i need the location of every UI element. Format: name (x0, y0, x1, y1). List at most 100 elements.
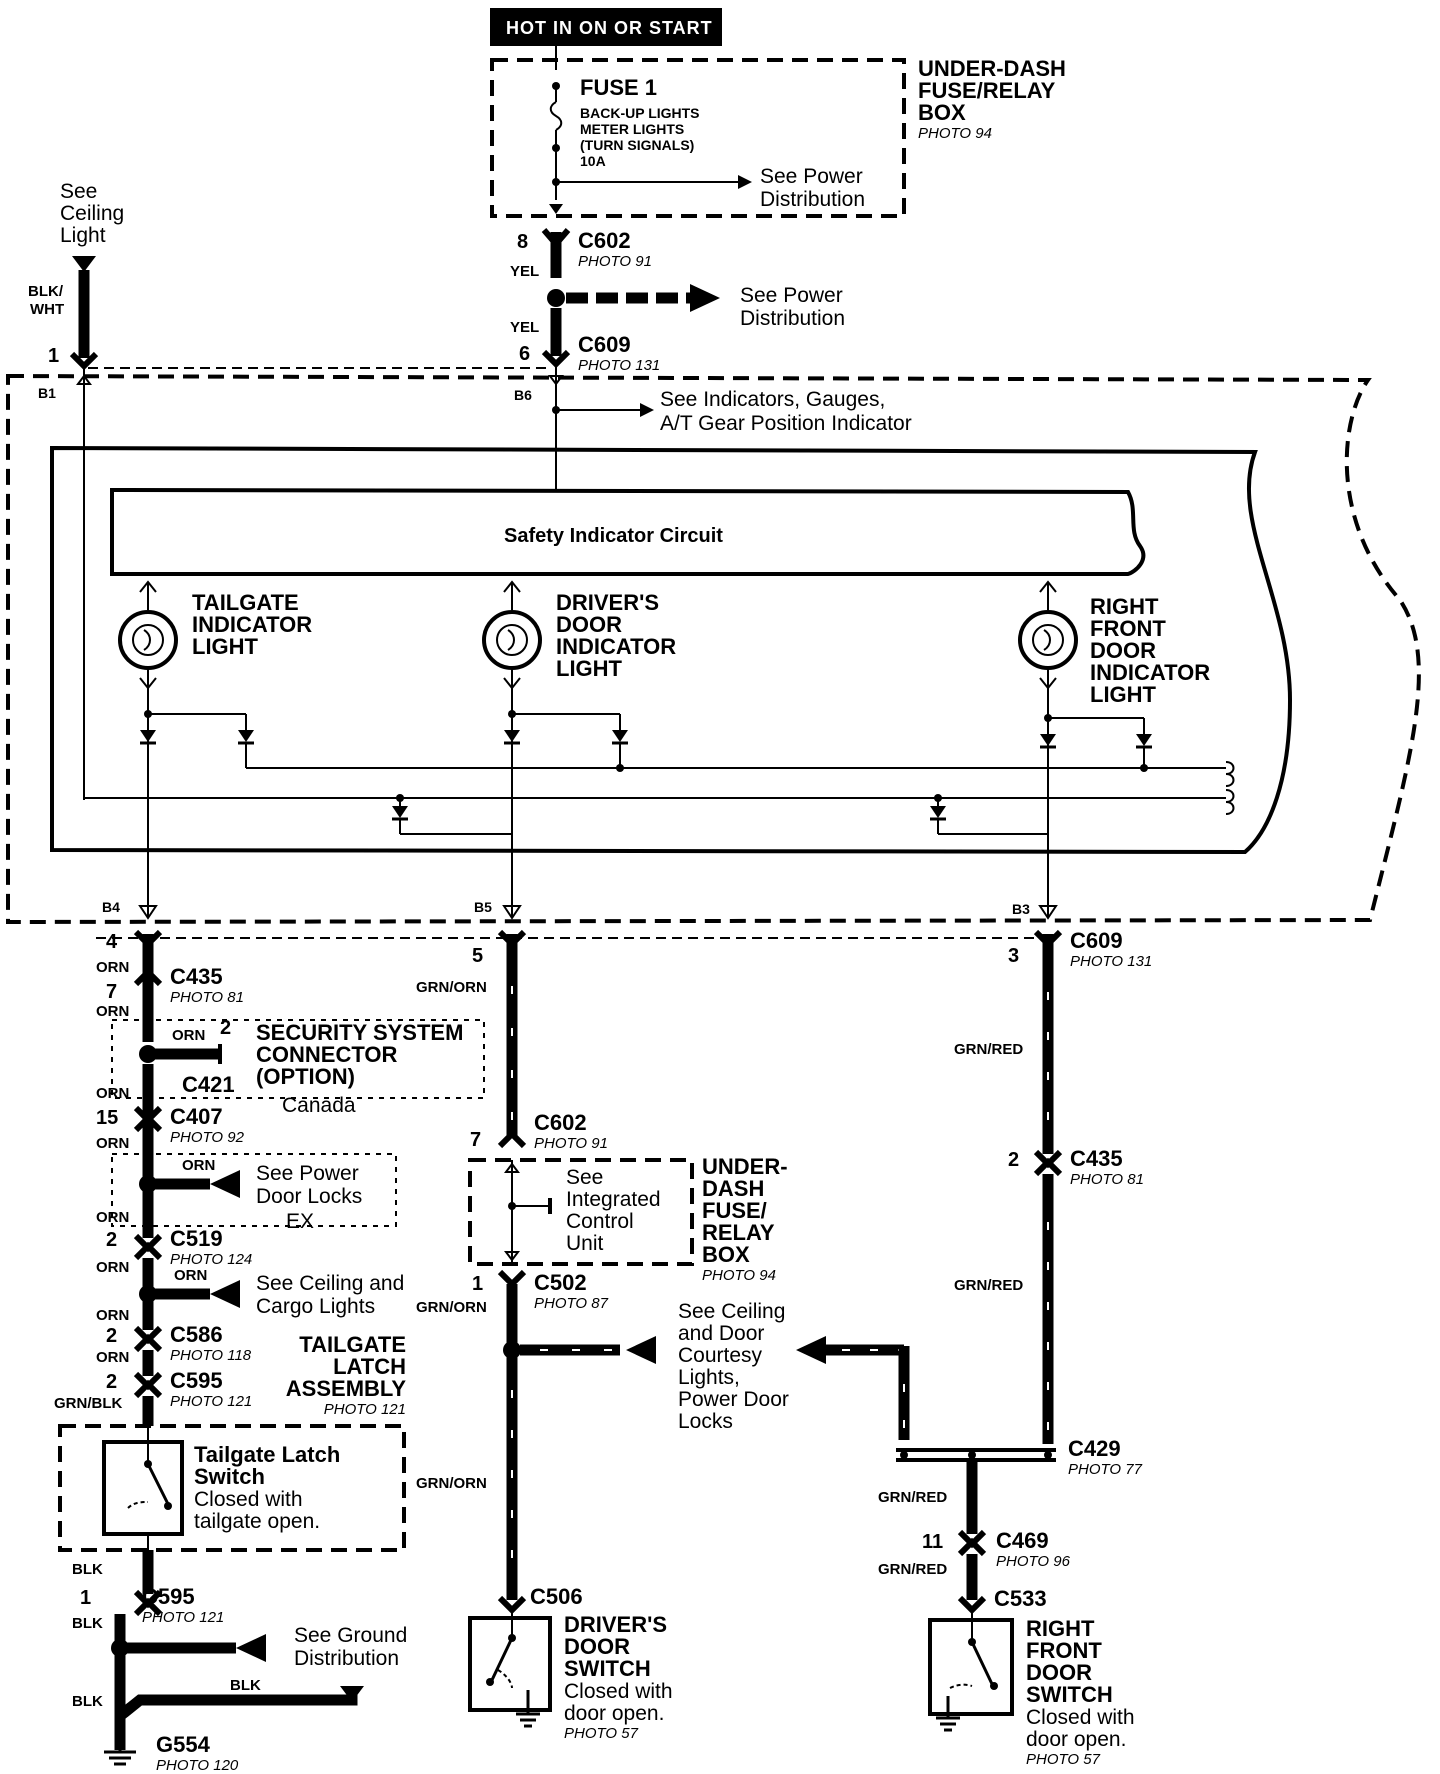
right-branch-front-door: C609 PHOTO 131 3 GRN/RED 2 C435 PHOTO 81… (796, 928, 1152, 1768)
c595-photo: PHOTO 121 (170, 1393, 252, 1410)
see-indicators-2: A/T Gear Position Indicator (660, 412, 912, 435)
blk-wht-wire-1: BLK/ (28, 283, 64, 300)
c602-label: C602 (578, 228, 631, 253)
c595-pin-2: 2 (106, 1371, 117, 1393)
grn-orn-1: GRN/ORN (416, 979, 487, 996)
mid-box-l4: RELAY (702, 1220, 775, 1245)
security-pin-2: 2 (220, 1017, 231, 1039)
c435-left-photo: PHOTO 81 (170, 989, 244, 1006)
driver-switch-l5: door open. (564, 1702, 664, 1725)
c602-photo: PHOTO 91 (578, 253, 652, 270)
yel-wire-top: YEL (510, 263, 539, 280)
driver-door-indicator-bulb-icon (482, 580, 542, 690)
see-ceiling-cargo-1: See Ceiling and (256, 1272, 404, 1295)
c586-label: C586 (170, 1322, 223, 1347)
security-connector-l2: CONNECTOR (256, 1042, 397, 1067)
orn-security: ORN (172, 1027, 205, 1044)
c609-right-label: C609 (1070, 928, 1123, 953)
mid-box-photo: PHOTO 94 (702, 1267, 776, 1284)
tailgate-latch-switch-l2: Switch (194, 1464, 265, 1489)
driver-switch-l4: Closed with (564, 1680, 673, 1703)
c595-label: C595 (170, 1368, 223, 1393)
pin-b6: B6 (514, 387, 532, 403)
see-courtesy-3: Courtesy (678, 1344, 763, 1367)
c435-left-label: C435 (170, 964, 223, 989)
grn-red-2: GRN/RED (954, 1277, 1023, 1294)
see-ceiling-1: See (60, 180, 97, 203)
orn-6: ORN (96, 1259, 129, 1276)
c407-label: C407 (170, 1104, 223, 1129)
c519-photo: PHOTO 124 (170, 1251, 252, 1268)
blk-4: BLK (230, 1677, 261, 1694)
c602-mid-label: C602 (534, 1110, 587, 1135)
see-power-door-1: See Power (256, 1162, 359, 1185)
c602-mid-photo: PHOTO 91 (534, 1135, 608, 1152)
mid-box-l3: FUSE/ (702, 1198, 767, 1223)
hot-in-on-or-start-label: HOT IN ON OR START (490, 8, 722, 46)
right-light-l1: RIGHT (1090, 594, 1159, 619)
hot-label-text: HOT IN ON OR START (506, 18, 713, 38)
tailgate-latch-switch-icon (102, 1440, 184, 1536)
c435-pin-4: 4 (106, 931, 118, 953)
c609-pin-6: 6 (519, 343, 530, 365)
c435-right-label: C435 (1070, 1146, 1123, 1171)
grn-red-3: GRN/RED (878, 1489, 947, 1506)
top-wiring: 8 YEL C602 PHOTO 91 See Power Distributi… (28, 180, 845, 374)
tailgate-light-l1: TAILGATE (192, 590, 299, 615)
diode-network (84, 690, 1235, 920)
fuse-rating: 10A (580, 153, 606, 169)
orn-1: ORN (96, 959, 129, 976)
c586-pin-2: 2 (106, 1325, 117, 1347)
c609-top-photo: PHOTO 131 (578, 357, 660, 374)
blk-wht-wire-2: WHT (30, 301, 64, 318)
see-ceiling-2: Ceiling (60, 202, 124, 225)
g554-label: G554 (156, 1732, 211, 1757)
grn-blk-wire: GRN/BLK (54, 1395, 122, 1412)
see-courtesy-5: Power Door (678, 1388, 789, 1411)
see-ceiling-3: Light (60, 224, 106, 247)
see-power-text-2: Distribution (760, 188, 865, 211)
see-icu-2: Integrated (566, 1188, 661, 1211)
see-indicators-1: See Indicators, Gauges, (660, 388, 885, 411)
orn-5: ORN (96, 1209, 129, 1226)
c519-pin-2: 2 (106, 1229, 117, 1251)
fuse-box-photo: PHOTO 94 (918, 125, 992, 142)
c429-label: C429 (1068, 1436, 1121, 1461)
c609-right-photo: PHOTO 131 (1070, 953, 1152, 970)
tailgate-latch-assembly-l1: TAILGATE (299, 1332, 406, 1357)
driver-light-l1: DRIVER'S (556, 590, 659, 615)
right-switch-photo: PHOTO 57 (1026, 1751, 1101, 1768)
see-courtesy-4: Lights, (678, 1366, 740, 1389)
mid-pin-5: 5 (472, 945, 483, 967)
mid-box-l5: BOX (702, 1242, 750, 1267)
fuse-desc-line1: BACK-UP LIGHTS (580, 105, 700, 121)
ex-label: EX (286, 1210, 314, 1233)
c469-label: C469 (996, 1528, 1049, 1553)
c595b-label: C595 (142, 1584, 195, 1609)
mid-box-l1: UNDER- (702, 1154, 788, 1179)
c407-photo: PHOTO 92 (170, 1129, 245, 1146)
see-ground-1: See Ground (294, 1624, 407, 1647)
middle-branch-driver-door: 5 GRN/ORN C602 PHOTO 91 7 See Integrated… (416, 929, 789, 1742)
orn-2: ORN (96, 1003, 129, 1020)
canada-label: Canada (282, 1094, 356, 1117)
c602-pin-8: 8 (517, 231, 528, 253)
see-courtesy-6: Locks (678, 1410, 733, 1433)
c595b-photo: PHOTO 121 (142, 1609, 224, 1626)
under-dash-fuse-relay-box-top: FUSE 1 BACK-UP LIGHTS METER LIGHTS (TURN… (490, 46, 1066, 218)
driver-switch-photo: PHOTO 57 (564, 1725, 639, 1742)
fuse-box-title-1: UNDER-DASH (918, 56, 1066, 81)
grn-orn-3: GRN/ORN (416, 1475, 487, 1492)
see-power-door-2: Door Locks (256, 1185, 362, 1208)
right-front-door-indicator-bulb-icon (1018, 580, 1078, 690)
c429-photo: PHOTO 77 (1068, 1461, 1143, 1478)
left-branch-tailgate: 4 ORN C435 PHOTO 81 7 ORN ORN 2 SECURITY… (54, 929, 1048, 1774)
tailgate-latch-assembly-l2: LATCH (333, 1354, 406, 1379)
see-power-mid-2: Distribution (740, 307, 845, 330)
right-switch-l2: FRONT (1026, 1638, 1102, 1663)
grn-red-1: GRN/RED (954, 1041, 1023, 1058)
blk-2: BLK (72, 1615, 103, 1632)
tailgate-latch-switch-l3: Closed with (194, 1488, 303, 1511)
tailgate-light-l3: LIGHT (192, 634, 259, 659)
